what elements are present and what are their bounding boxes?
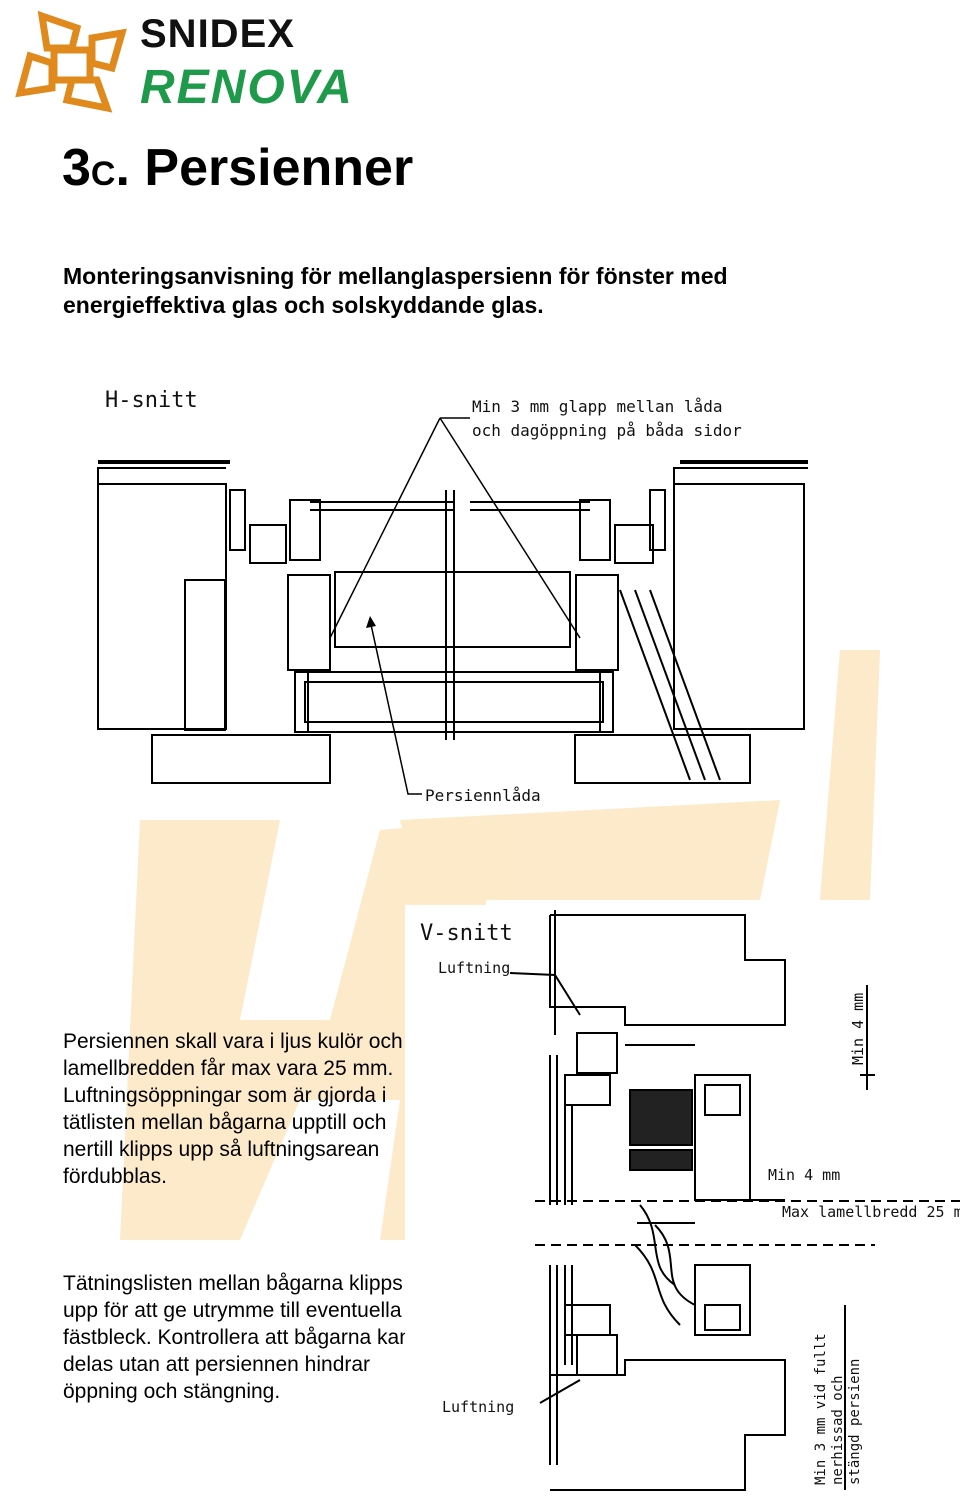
paragraph-2: Tätningslisten mellan bågarna klipps upp…	[63, 1272, 411, 1403]
brand-snidex: SNIDEX	[140, 12, 295, 56]
paragraph-1: Persiennen skall vara i ljus kulör och l…	[63, 1030, 403, 1188]
vent-bottom-label: Luftning	[442, 1398, 514, 1416]
closed-label-line2: nerhissad och	[830, 1375, 846, 1485]
max-slat-label: Max lamellbredd 25 mm	[782, 1203, 960, 1221]
title-suffix: C	[90, 155, 116, 193]
title-dot: .	[115, 139, 130, 197]
h-section-title: H-snitt	[105, 388, 198, 413]
v-section-drawing: V-snitt Luftning Luftning Min 4 mm Min 4…	[405, 905, 960, 1497]
h-section-box-label: Persiennlåda	[425, 786, 541, 805]
snidex-logo-mark	[15, 10, 127, 113]
v-section-title: V-snitt	[420, 921, 513, 946]
brand-renova: RENOVA	[140, 61, 354, 114]
title-number: 3	[62, 139, 91, 197]
vent-top-label: Luftning	[438, 959, 510, 977]
h-section-drawing: H-snitt Min 3 mm glapp mellan låda och d…	[97, 388, 808, 805]
closed-label-line3: stängd persienn	[847, 1359, 863, 1485]
title-text: Persienner	[129, 139, 414, 197]
min4-horizontal-label: Min 4 mm	[768, 1166, 840, 1184]
min4-vertical-label: Min 4 mm	[849, 993, 867, 1065]
closed-label-line1: Min 3 mm vid fullt	[813, 1333, 829, 1485]
h-section-note-line1: Min 3 mm glapp mellan låda	[472, 397, 722, 416]
page-title: 3C. Persienner	[62, 140, 413, 202]
h-section-note-line2: och dagöppning på båda sidor	[472, 421, 742, 440]
intro-text: Monteringsanvisning för mellanglaspersie…	[63, 263, 728, 318]
